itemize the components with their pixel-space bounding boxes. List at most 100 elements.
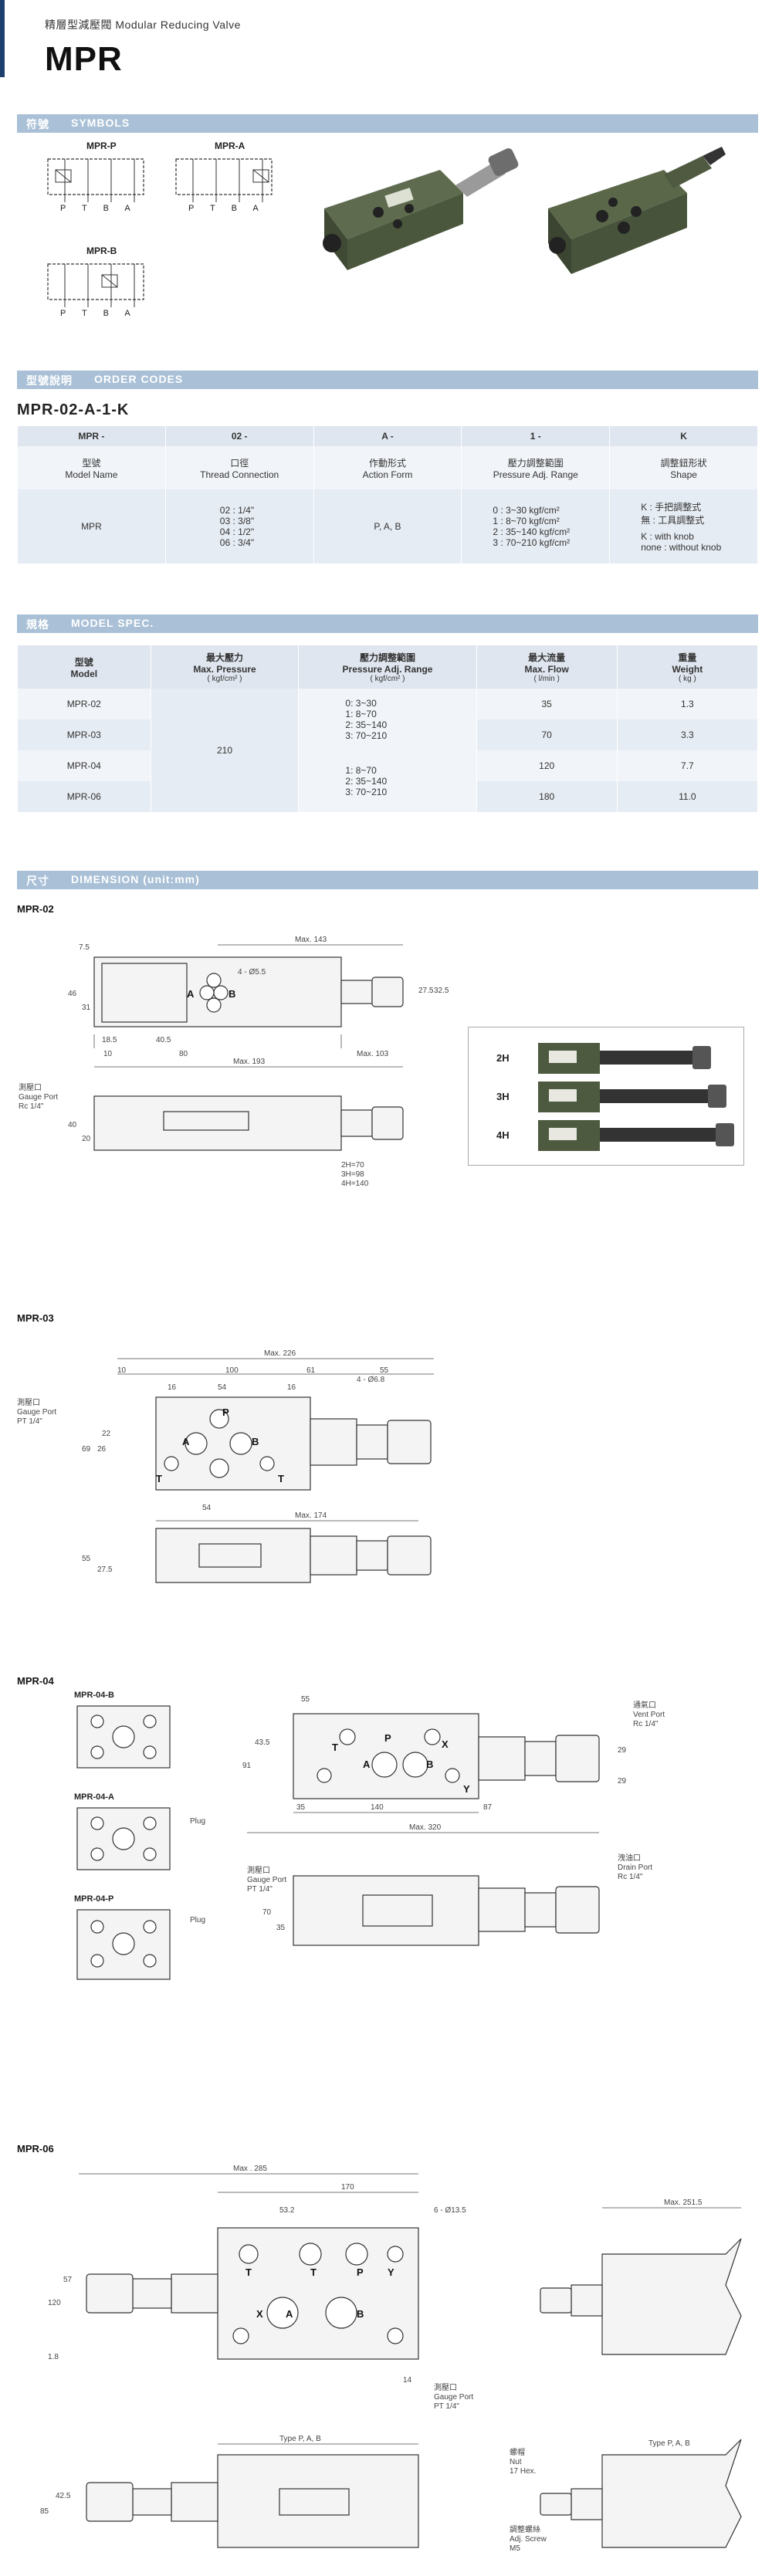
svg-text:35: 35 bbox=[276, 1924, 286, 1932]
svg-text:T: T bbox=[278, 1473, 284, 1484]
svg-text:Vent Port: Vent Port bbox=[633, 1711, 665, 1719]
product-photo-2 bbox=[548, 147, 726, 274]
mpr04-variant-b: MPR-04-B bbox=[74, 1691, 114, 1700]
svg-text:T: T bbox=[245, 2266, 252, 2278]
svg-text:Gauge Port: Gauge Port bbox=[434, 2393, 473, 2402]
mpr03-drawing: Max. 226 4 - Ø6.8 10 100 61 55 16 54 16 … bbox=[17, 1349, 434, 1583]
order-head-shape: K bbox=[609, 426, 758, 446]
svg-text:43.5: 43.5 bbox=[255, 1738, 270, 1747]
svg-text:B: B bbox=[229, 988, 235, 1000]
svg-text:調整螺絲: 調整螺絲 bbox=[510, 2524, 540, 2534]
section-symbols-cn: 符號 bbox=[26, 118, 49, 130]
svg-text:Max . 285: Max . 285 bbox=[233, 2165, 267, 2173]
product-photo-1 bbox=[323, 148, 519, 270]
svg-text:Max. 226: Max. 226 bbox=[264, 1349, 296, 1358]
svg-text:55: 55 bbox=[301, 1695, 310, 1704]
mpr04-variant-b-drawing bbox=[76, 1705, 171, 1769]
svg-text:4H=140: 4H=140 bbox=[341, 1180, 369, 1188]
svg-text:40.5: 40.5 bbox=[156, 1036, 171, 1044]
svg-text:Max. 143: Max. 143 bbox=[295, 936, 327, 944]
svg-text:Max. 193: Max. 193 bbox=[233, 1058, 266, 1066]
svg-text:PT 1/4": PT 1/4" bbox=[434, 2402, 459, 2411]
svg-text:29: 29 bbox=[618, 1777, 627, 1786]
svg-text:Adj. Screw: Adj. Screw bbox=[510, 2535, 547, 2544]
mpr04-variant-p: MPR-04-P bbox=[74, 1894, 114, 1904]
svg-text:54: 54 bbox=[202, 1504, 212, 1512]
svg-text:46: 46 bbox=[68, 990, 77, 998]
section-dim-cn: 尺寸 bbox=[26, 875, 49, 887]
svg-text:54: 54 bbox=[218, 1383, 227, 1392]
svg-text:29: 29 bbox=[618, 1746, 627, 1755]
section-spec-cn: 規格 bbox=[26, 618, 49, 631]
svg-text:Plug: Plug bbox=[190, 1817, 205, 1826]
svg-text:2H=70: 2H=70 bbox=[341, 1161, 364, 1170]
svg-text:P: P bbox=[357, 2266, 364, 2278]
svg-text:P: P bbox=[384, 1732, 391, 1744]
section-symbols-en: SYMBOLS bbox=[71, 117, 130, 129]
svg-text:Max. 103: Max. 103 bbox=[357, 1050, 389, 1058]
svg-text:A: A bbox=[182, 1436, 190, 1447]
svg-text:T: T bbox=[332, 1742, 338, 1753]
svg-text:91: 91 bbox=[242, 1762, 252, 1770]
svg-text:Max. 320: Max. 320 bbox=[409, 1823, 442, 1832]
svg-text:80: 80 bbox=[179, 1050, 188, 1058]
svg-text:170: 170 bbox=[341, 2183, 354, 2192]
svg-text:測壓口: 測壓口 bbox=[247, 1865, 270, 1875]
svg-text:Rc 1/4": Rc 1/4" bbox=[618, 1873, 643, 1881]
mpr04-variant-a-drawing: Plug bbox=[76, 1807, 205, 1870]
section-order-cn: 型號說明 bbox=[26, 374, 73, 387]
order-head-model: MPR - bbox=[17, 426, 166, 446]
section-bar-symbols: 符號 SYMBOLS bbox=[17, 114, 758, 133]
svg-text:31: 31 bbox=[82, 1004, 91, 1012]
svg-text:14: 14 bbox=[403, 2376, 412, 2385]
spec-max-pressure: 210 bbox=[150, 689, 300, 812]
svg-text:洩油口: 洩油口 bbox=[618, 1853, 641, 1863]
svg-text:Gauge Port: Gauge Port bbox=[19, 1093, 58, 1102]
mpr06-label: MPR-06 bbox=[17, 2143, 54, 2155]
svg-text:20: 20 bbox=[82, 1135, 91, 1143]
svg-text:X: X bbox=[442, 1738, 449, 1750]
svg-text:Gauge Port: Gauge Port bbox=[247, 1876, 286, 1884]
order-value-thread: 02 : 1/4"03 : 3/8"04 : 1/2"06 : 3/4" bbox=[164, 489, 314, 564]
svg-text:26: 26 bbox=[97, 1445, 107, 1454]
svg-text:T: T bbox=[156, 1473, 162, 1484]
svg-text:B: B bbox=[426, 1759, 433, 1770]
svg-text:100: 100 bbox=[225, 1366, 239, 1375]
order-value-model: MPR bbox=[17, 489, 166, 564]
svg-text:27.5: 27.5 bbox=[97, 1566, 113, 1574]
svg-text:A: A bbox=[286, 2308, 293, 2320]
mpr06-detail-drawing: Max. 251.5 Type P, A, B 螺帽 Nut 17 Hex. 調… bbox=[510, 2199, 742, 2553]
symbol-mpr-b: MPR-B P T B A bbox=[34, 245, 157, 323]
svg-text:PT 1/4": PT 1/4" bbox=[247, 1885, 273, 1894]
svg-text:10: 10 bbox=[103, 1050, 113, 1058]
svg-text:3H=98: 3H=98 bbox=[341, 1170, 364, 1179]
svg-text:P: P bbox=[222, 1406, 229, 1418]
svg-text:Rc 1/4": Rc 1/4" bbox=[19, 1102, 44, 1111]
svg-text:測壓口: 測壓口 bbox=[17, 1397, 40, 1407]
svg-text:7.5: 7.5 bbox=[79, 943, 90, 952]
symbol-ports: P T B A bbox=[60, 204, 130, 213]
svg-text:22: 22 bbox=[102, 1430, 111, 1438]
svg-text:17 Hex.: 17 Hex. bbox=[510, 2467, 536, 2476]
svg-text:55: 55 bbox=[82, 1555, 91, 1563]
mpr03-label: MPR-03 bbox=[17, 1312, 54, 1324]
svg-text:4 - Ø5.5: 4 - Ø5.5 bbox=[238, 968, 266, 977]
order-value-action: P, A, B bbox=[313, 489, 462, 564]
svg-text:測壓口: 測壓口 bbox=[19, 1082, 42, 1092]
svg-text:69: 69 bbox=[82, 1445, 91, 1454]
